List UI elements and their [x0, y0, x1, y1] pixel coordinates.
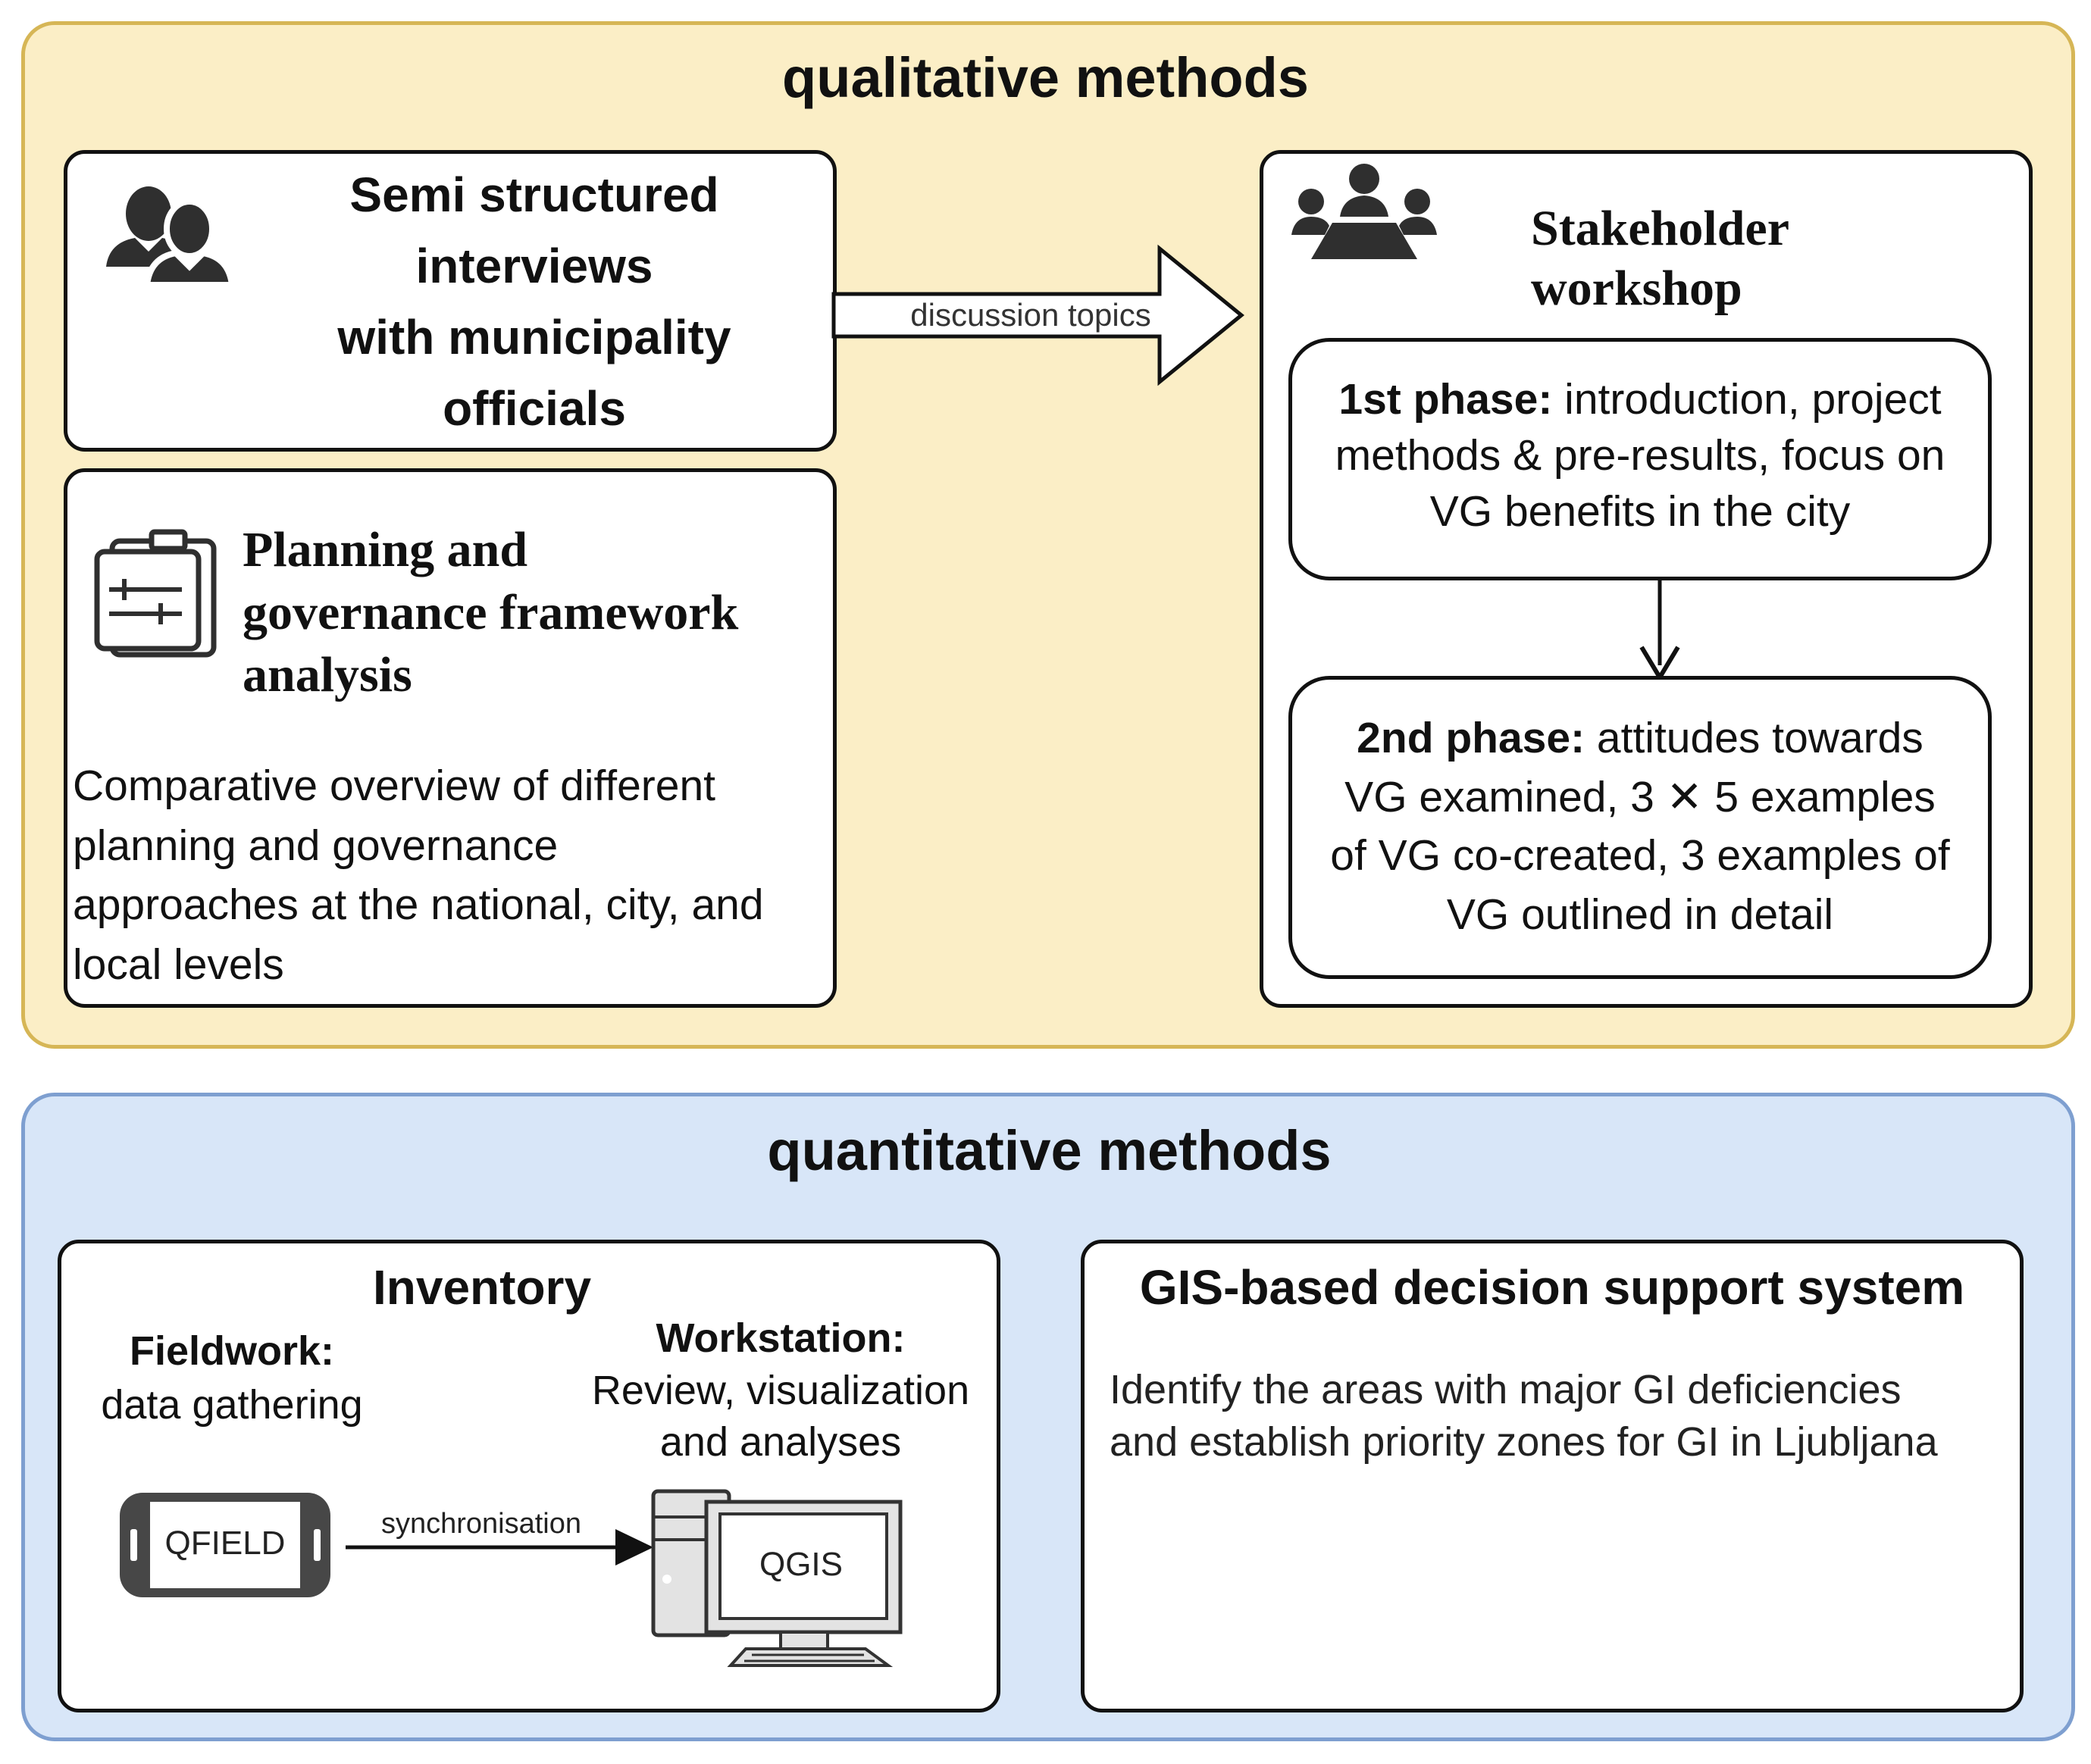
phase-1-line: methods & pre-results, focus on [1335, 431, 1945, 480]
phase-2-label: 2nd phase: [1357, 714, 1585, 762]
phase-1-line: 1st phase: introduction, project [1296, 371, 1984, 427]
gis-box [1081, 1240, 2024, 1712]
gis-title: GIS-based decision support system [1139, 1260, 1965, 1315]
workstation-label: Workstation: [656, 1315, 906, 1361]
computer-label: QGIS [759, 1546, 844, 1583]
gis-description-line: Identify the areas with major GI deficie… [1110, 1367, 1902, 1412]
interviews-title-line: officials [443, 381, 626, 436]
phase-1-line: VG benefits in the city [1429, 487, 1851, 536]
synchronisation-label: synchronisation [380, 1508, 582, 1540]
planning-title-line: analysis [243, 647, 412, 702]
workstation-text: Workstation: Review, visualization and a… [568, 1312, 993, 1468]
group-meeting-icon [1291, 164, 1437, 259]
phase-2-line: VG outlined in detail [1446, 890, 1834, 939]
planning-description-line: planning and governance [73, 821, 559, 870]
computer-icon [651, 1489, 903, 1667]
phone-label: QFIELD [164, 1525, 286, 1562]
workstation-description-line: and analyses [659, 1419, 902, 1465]
workshop-title-line: Stakeholder [1531, 201, 1790, 256]
synchronisation-arrow [346, 1529, 653, 1565]
users-icon [106, 186, 236, 288]
planning-description-line: approaches at the national, city, and [73, 880, 764, 930]
planning-title: Planning and governance framework analys… [243, 519, 819, 707]
planning-description: Comparative overview of different planni… [73, 756, 831, 995]
phase-2-first-line-rest: attitudes towards [1585, 714, 1924, 762]
phase-arrow [1639, 580, 1680, 682]
phase-2-line: of VG co-created, 3 examples of [1330, 831, 1950, 880]
fieldwork-text: Fieldwork: data gathering [73, 1325, 391, 1433]
phase-1-box [1288, 338, 1992, 580]
workshop-title: Stakeholder workshop [1531, 199, 1986, 318]
phase-1-first-line-rest: introduction, project [1552, 375, 1942, 424]
discussion-topics-label: discussion topics [910, 297, 1151, 333]
phase-2-text: 2nd phase: attitudes towards VG examined… [1296, 709, 1984, 944]
workshop-title-line: workshop [1531, 261, 1742, 317]
fieldwork-label: Fieldwork: [129, 1328, 335, 1374]
phase-2-line: 2nd phase: attitudes towards [1296, 709, 1984, 768]
phase-2-line: VG examined, 3 ✕ 5 examples [1344, 772, 1936, 821]
gis-description-line: and establish priority zones for GI in L… [1110, 1418, 1938, 1465]
planning-description-line: local levels [73, 940, 284, 989]
inventory-title: Inventory [372, 1260, 592, 1315]
planning-title-line: Planning and [243, 522, 528, 577]
planning-description-line: Comparative overview of different [73, 762, 716, 810]
qualitative-methods-title: qualitative methods [782, 46, 1309, 109]
interviews-title-line: interviews [415, 239, 653, 294]
phone-icon [120, 1493, 330, 1597]
phase-2-box [1288, 676, 1992, 979]
phase-1-text: 1st phase: introduction, project methods… [1296, 371, 1984, 540]
workstation-description-line: Review, visualization [591, 1367, 970, 1413]
gis-description: Identify the areas with major GI deficie… [1110, 1364, 2004, 1468]
phase-1-label: 1st phase: [1338, 375, 1553, 424]
quantitative-methods-title: quantitative methods [767, 1119, 1332, 1182]
interviews-title-line: Semi structured [349, 167, 719, 222]
interviews-title: Semi structured interviews with municipa… [273, 159, 796, 444]
fieldwork-description: data gathering [101, 1382, 363, 1428]
clipboard-sliders-icon [94, 529, 217, 658]
planning-title-line: governance framework [243, 584, 739, 640]
discussion-topics-arrow [831, 244, 1244, 386]
interviews-title-line: with municipality [337, 310, 731, 365]
